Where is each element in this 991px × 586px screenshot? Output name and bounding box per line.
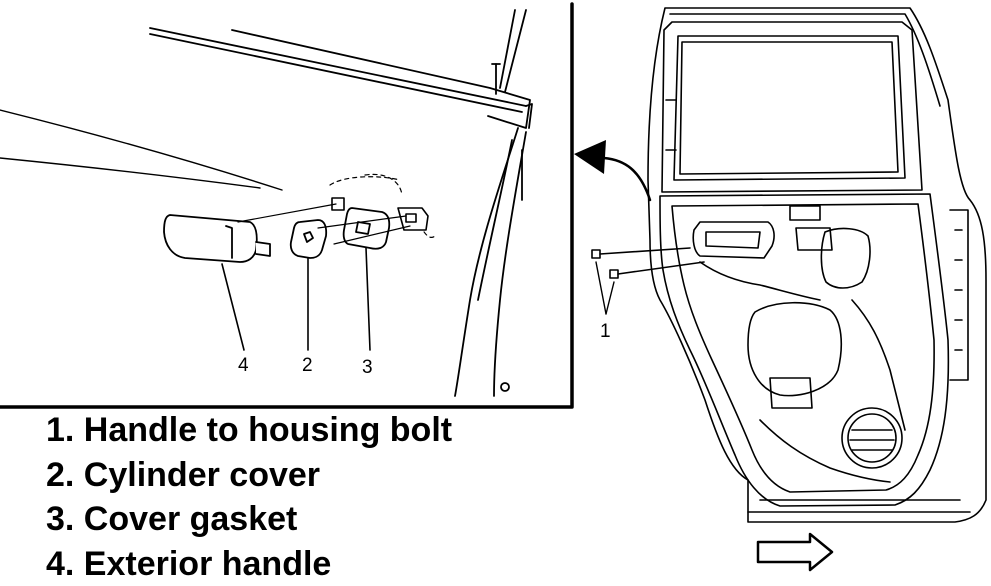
handle-bolts (592, 248, 704, 278)
inset-frame (0, 4, 572, 407)
front-direction-arrow (758, 534, 832, 570)
body-lines (0, 110, 282, 190)
callout-leaders (222, 248, 370, 350)
window-frame-detail (150, 28, 532, 128)
callout-2: 2 (302, 356, 313, 375)
legend-item-2: 2. Cylinder cover (46, 453, 452, 498)
legend-item-4: 4. Exterior handle (46, 542, 452, 586)
exterior-handle (164, 215, 270, 262)
door-outline (648, 8, 986, 522)
legend-item-3: 3. Cover gasket (46, 497, 452, 542)
cylinder-cover (291, 220, 326, 258)
detail-arrow (574, 140, 650, 200)
legend-item-1: 1. Handle to housing bolt (46, 408, 452, 453)
callout-4: 4 (238, 356, 249, 375)
cover-gasket (344, 208, 390, 249)
detail-inset (0, 4, 572, 407)
door-edge-detail (455, 10, 526, 396)
callout-1: 1 (600, 322, 611, 341)
door-assembly (648, 8, 986, 522)
parts-legend: 1. Handle to housing bolt 2. Cylinder co… (46, 408, 452, 586)
callout-3: 3 (362, 358, 373, 377)
inner-panel (660, 194, 948, 506)
speaker (842, 408, 902, 468)
window-frame (662, 22, 922, 192)
